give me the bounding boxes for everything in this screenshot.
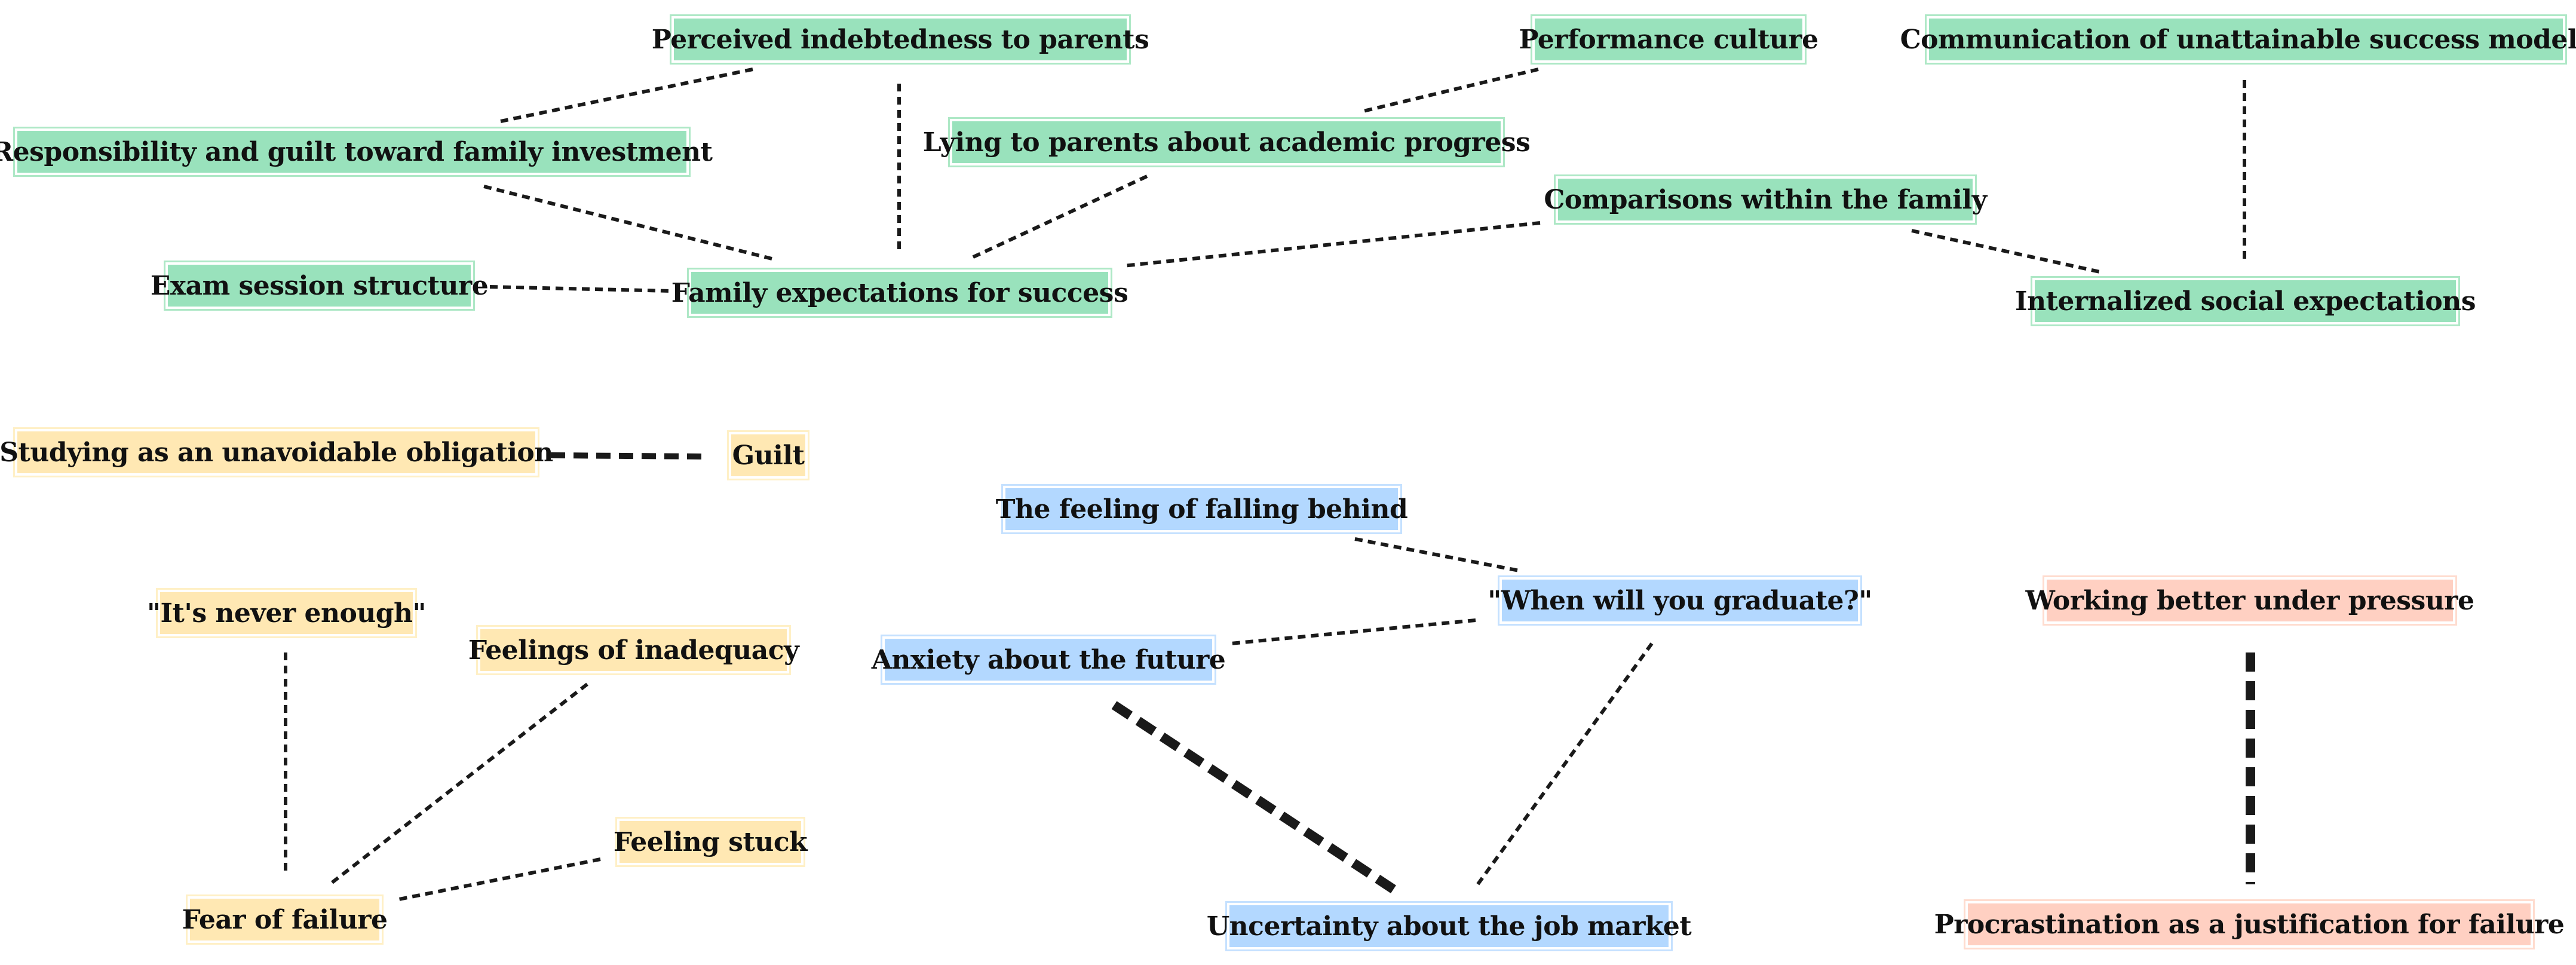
node-inadequacy: Feelings of inadequacy: [468, 625, 799, 675]
edge-exam-session-to-family-expectations: [489, 285, 673, 293]
node-comparisons-family: Comparisons within the family: [1544, 174, 1987, 225]
node-family-expectations: Family expectations for success: [671, 268, 1128, 318]
node-lying-to-parents: Lying to parents about academic progress: [923, 117, 1531, 167]
node-internalized-expectations: Internalized social expectations: [2015, 276, 2476, 326]
node-working-pressure: Working better under pressure: [2026, 575, 2474, 626]
edge-studying-obligation-to-guilt: [550, 452, 706, 459]
node-performance-culture: Performance culture: [1519, 14, 1818, 65]
node-guilt: Guilt: [727, 430, 809, 480]
node-falling-behind: The feeling of falling behind: [996, 484, 1408, 534]
node-job-market: Uncertainty about the job market: [1207, 901, 1692, 951]
node-studying-obligation: Studying as an unavoidable obligation: [0, 427, 553, 477]
node-never-enough: "It's never enough": [147, 588, 426, 638]
node-exam-session: Exam session structure: [151, 261, 489, 311]
edge-performance-culture-to-lying-to-parents: [1360, 68, 1539, 114]
node-when-graduate: "When will you graduate?": [1488, 575, 1872, 626]
node-perceived-indebtedness: Perceived indebtedness to parents: [652, 14, 1149, 65]
node-procrastination: Procrastination as a justification for f…: [1934, 899, 2565, 949]
edge-inadequacy-to-fear-failure: [329, 682, 588, 886]
node-feeling-stuck: Feeling stuck: [614, 817, 808, 867]
node-fear-failure: Fear of failure: [182, 894, 388, 945]
edge-when-graduate-to-job-market: [1474, 642, 1654, 889]
edge-responsibility-guilt-to-family-expectations: [483, 185, 777, 262]
edge-anxiety-future-to-job-market: [1111, 701, 1398, 894]
node-anxiety-future: Anxiety about the future: [872, 635, 1226, 685]
node-responsibility-guilt: Responsibility and guilt toward family i…: [0, 127, 713, 177]
edge-falling-behind-to-when-graduate: [1354, 537, 1523, 573]
edge-comparisons-family-to-family-expectations: [1123, 221, 1541, 268]
edge-when-graduate-to-anxiety-future: [1230, 618, 1476, 645]
edge-lying-to-parents-to-family-expectations: [970, 174, 1148, 260]
edge-perceived-indebtedness-to-responsibility-guilt: [500, 68, 753, 123]
edge-feeling-stuck-to-fear-failure: [398, 857, 601, 901]
node-communication-success-models: Communication of unattainable success mo…: [1900, 14, 2576, 65]
edge-comparisons-family-to-internalized-expectations: [1911, 229, 2100, 274]
